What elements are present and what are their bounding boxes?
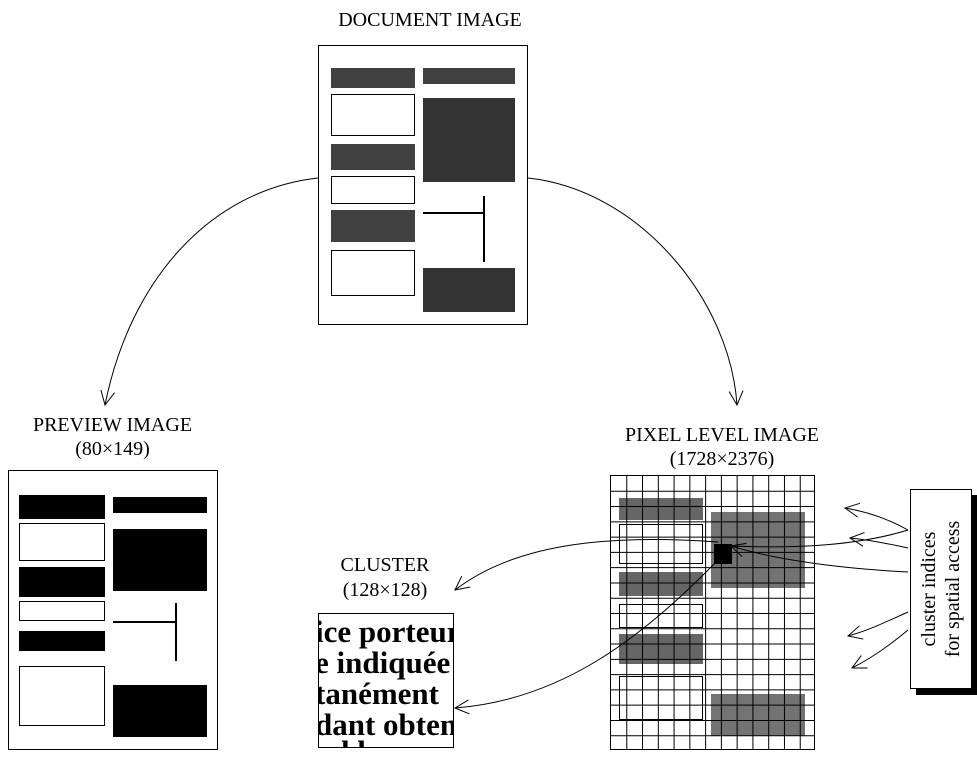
arrow-index-upper-2 (850, 538, 908, 548)
arrow-doc-to-preview (105, 178, 318, 405)
arrow-index-to-cell-1 (731, 546, 908, 572)
arrow-cell-to-cluster-top (455, 539, 718, 590)
arrow-index-lower-1 (848, 612, 908, 636)
arrow-doc-to-pixel (528, 178, 737, 405)
arrow-index-lower-2 (852, 630, 908, 668)
arrow-index-to-cell-2 (731, 530, 908, 547)
arrow-index-upper-1 (845, 508, 908, 530)
arrow-cell-to-cluster-bottom (455, 560, 718, 708)
